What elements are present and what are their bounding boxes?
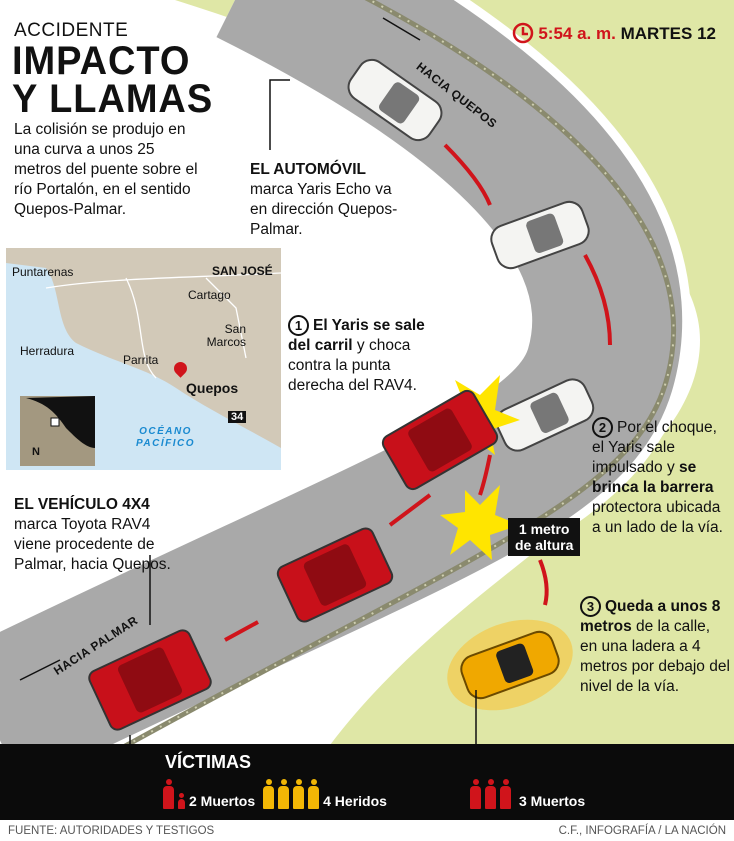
headline-line-1: IMPACTO	[12, 39, 191, 83]
time-stamp: 5:54 a. m. MARTES 12	[512, 22, 716, 44]
step-bold: Queda a unos 8 metros	[580, 598, 721, 635]
person-dead-icon	[470, 779, 481, 809]
person-dead-icon	[485, 779, 496, 809]
rav4-3	[88, 629, 212, 731]
ocean-line-1: OCÉANO	[139, 426, 192, 437]
city-cartago: Cartago	[188, 288, 231, 302]
north-indicator: N	[32, 446, 40, 458]
time-hour: 5:54 a. m.	[538, 24, 616, 43]
person-injured-icon	[293, 779, 305, 809]
child-dead-icon	[178, 793, 185, 809]
burning-car	[447, 619, 573, 711]
route-shield: 34	[228, 411, 247, 423]
victims-group-rav4: 2 Muertos 4 Heridos	[163, 779, 387, 809]
person-injured-icon	[308, 779, 320, 809]
intro-text: La colisión se produjo en una curva a un…	[14, 121, 198, 218]
vehiculo-callout: EL VEHÍCULO 4X4 marca Toyota RAV4 viene p…	[14, 495, 174, 575]
victims-title: VÍCTIMAS	[165, 752, 252, 772]
altura-line-1: 1 metro	[518, 521, 570, 537]
city-quepos: Quepos	[186, 380, 239, 396]
trajectory-arrows	[224, 143, 612, 642]
person-injured-icon	[263, 779, 275, 809]
city-san-jose: SAN JOSÉ	[212, 264, 273, 278]
step-number: 3	[580, 596, 601, 617]
vehiculo-title: EL VEHÍCULO 4X4	[14, 496, 150, 513]
altura-line-2: de altura	[515, 537, 574, 553]
kicker: ACCIDENTE	[14, 20, 129, 41]
city-san-marcos: San Marcos	[206, 322, 246, 349]
person-dead-icon	[500, 779, 511, 809]
ocean-line-2: PACÍFICO	[136, 438, 196, 449]
victims-group1-label: 2 Muertos	[189, 793, 256, 809]
car-yaris-3	[495, 378, 595, 452]
step-bold: se brinca la barrera	[592, 459, 714, 496]
rav4-1	[381, 389, 499, 491]
step-text: Por el choque, el Yaris sale impulsado y	[592, 419, 717, 476]
time-day: MARTES 12	[620, 24, 716, 43]
step-text: protectora ubicada a un lado de la vía.	[592, 499, 723, 536]
victims-group2-label: 4 Heridos	[323, 793, 387, 809]
step-text: y choca contra la punta derecha del RAV4…	[288, 337, 417, 394]
automovil-text: marca Yaris Echo va en dirección Quepos-…	[250, 181, 398, 238]
city-parrita: Parrita	[123, 353, 159, 367]
city-herradura: Herradura	[20, 344, 75, 358]
person-injured-icon	[278, 779, 290, 809]
clock-icon	[512, 22, 533, 44]
headline-line-2: Y LLAMAS	[12, 77, 214, 121]
step-bold: El Yaris se sale del carril	[288, 317, 425, 354]
step-number: 2	[592, 417, 613, 438]
victims-bar: VÍCTIMAS 2 Muertos 4 Heridos 3 Muertos	[0, 744, 734, 820]
person-dead-icon	[163, 779, 174, 809]
car-yaris-1	[347, 58, 443, 142]
car-yaris-2	[490, 200, 590, 270]
footer-source: FUENTE: AUTORIDADES Y TESTIGOS	[8, 825, 215, 837]
guardrail-posts	[99, 0, 675, 761]
automovil-title: EL AUTOMÓVIL	[250, 161, 366, 178]
automovil-callout: EL AUTOMÓVIL marca Yaris Echo va en direc…	[250, 160, 400, 240]
step-number: 1	[288, 315, 309, 336]
location-map: Puntarenas SAN JOSÉ Cartago San Marcos H…	[6, 248, 281, 470]
map-land	[6, 248, 281, 466]
rav4-2	[276, 527, 394, 623]
victims-group3-label: 3 Muertos	[519, 793, 586, 809]
footer-credit: C.F., INFOGRAFÍA / LA NACIÓN	[558, 825, 726, 837]
vehiculo-text: marca Toyota RAV4 viene procedente de Pa…	[14, 516, 171, 573]
victims-group-yaris: 3 Muertos	[470, 779, 585, 809]
impact-burst-barrier	[440, 485, 520, 560]
step-text: de la calle, en una ladera a 4 metros po…	[580, 618, 730, 695]
city-puntarenas: Puntarenas	[12, 265, 74, 279]
